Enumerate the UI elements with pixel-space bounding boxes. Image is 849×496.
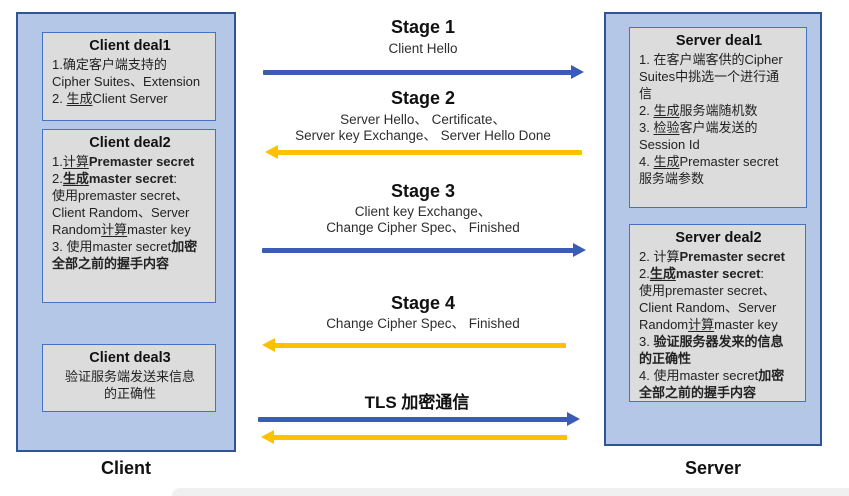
client-label: Client [100, 458, 151, 478]
arrow-shaft [263, 70, 573, 75]
stage-1-arrow [263, 65, 584, 79]
client-deal2-title: Client deal2 [89, 135, 171, 151]
arrowhead-left-icon [262, 338, 275, 352]
arrow-shaft [276, 150, 582, 155]
client-deal3-title: Client deal3 [89, 350, 171, 366]
arrowhead-right-icon [567, 412, 580, 426]
arrow-shaft [273, 343, 566, 348]
stage-1-subtitle: Client Hello [388, 41, 458, 56]
tls-title: TLS 加密通信 [364, 393, 470, 412]
stage-2-subtitle-line2: Server key Exchange、 Server Hello Done [295, 128, 551, 143]
arrowhead-left-icon [265, 145, 278, 159]
stage-2-arrow [265, 145, 582, 159]
arrowhead-right-icon [571, 65, 584, 79]
stage-2-subtitle-line1: Server Hello、 Certificate、 [340, 112, 506, 127]
stage-3-arrow [262, 243, 586, 257]
stage-1-title: Stage 1 [390, 17, 456, 37]
server-label: Server [684, 458, 742, 478]
stage-2-title: Stage 2 [390, 88, 456, 108]
arrow-shaft [258, 417, 569, 422]
stage-3-subtitle-line2: Change Cipher Spec、 Finished [326, 220, 520, 235]
arrowhead-left-icon [261, 430, 274, 444]
server-deal2-title: Server deal2 [675, 230, 762, 246]
arrow-shaft [262, 248, 575, 253]
stage-4-subtitle: Change Cipher Spec、 Finished [326, 316, 520, 331]
client-deal3-box: Client deal3 验证服务端发送来信息的正确性 [42, 344, 216, 412]
tls-arrow-to-client [261, 430, 567, 444]
stage-3-subtitle-line1: Client key Exchange、 [354, 204, 492, 219]
arrow-shaft [272, 435, 567, 440]
tls-arrow-to-server [258, 412, 580, 426]
stage-3-title: Stage 3 [390, 181, 456, 201]
stage-4-arrow [262, 338, 566, 352]
stage-4-title: Stage 4 [390, 293, 456, 313]
arrowhead-right-icon [573, 243, 586, 257]
bottom-edge-strip [172, 488, 849, 496]
server-deal1-title: Server deal1 [675, 33, 763, 49]
client-deal3-body: 验证服务端发送来信息的正确性 [64, 369, 195, 401]
client-deal1-title: Client deal1 [89, 38, 171, 54]
